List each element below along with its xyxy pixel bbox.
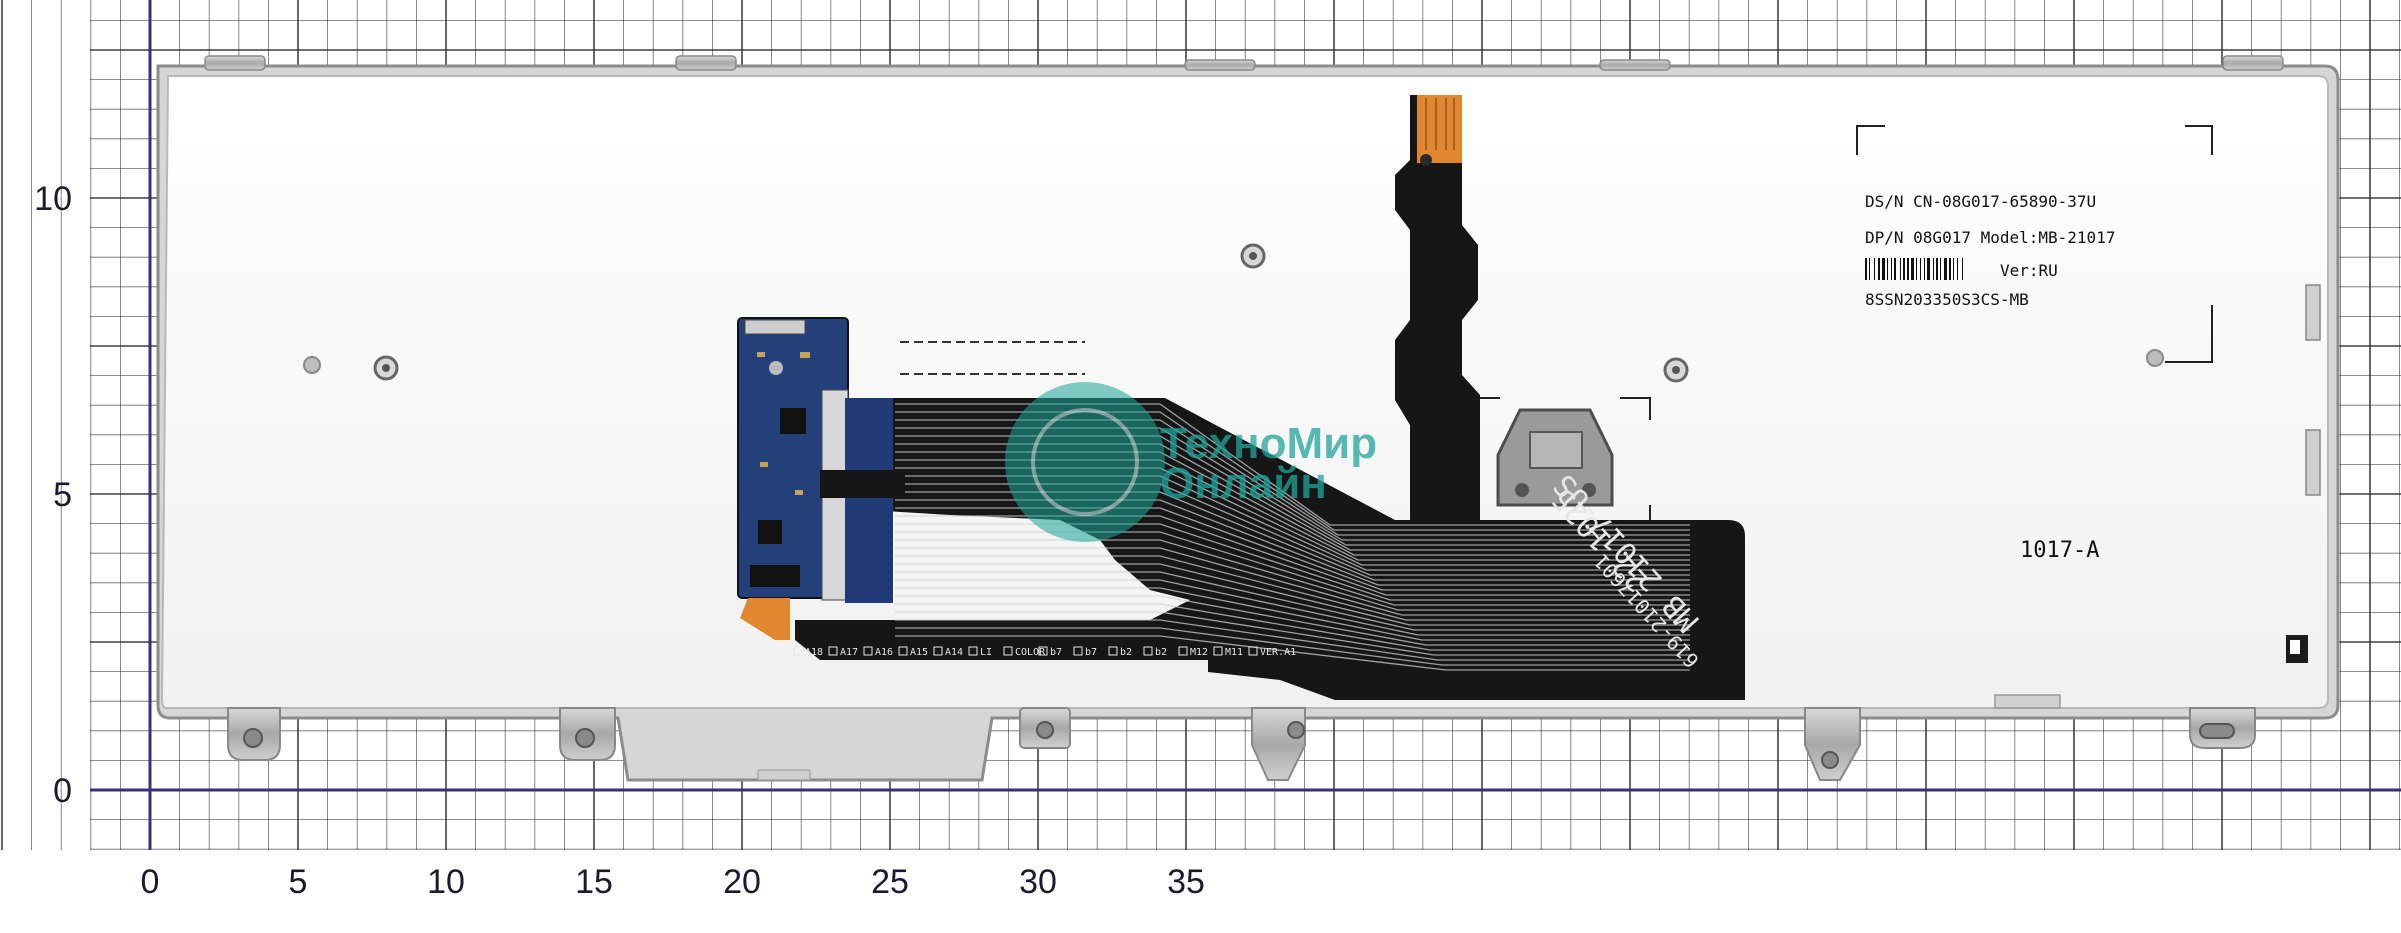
pad-label: A14 [945, 647, 963, 658]
x-axis-labels: 0 5 10 15 20 25 30 35 [141, 863, 1205, 901]
x-tick-label: 20 [723, 863, 761, 901]
x-tick-label: 35 [1167, 863, 1205, 901]
metal-bracket [1496, 408, 1614, 507]
backlight-controller-board [737, 317, 849, 640]
x-tick-label: 25 [871, 863, 909, 901]
pad-label: b2 [1120, 647, 1132, 658]
axis-lines [90, 0, 2401, 850]
x-tick-label: 5 [289, 863, 308, 901]
x-tick-label: 15 [575, 863, 613, 901]
x-tick-label: 0 [141, 863, 160, 901]
pad-label: LI [980, 647, 992, 658]
pad-label: A17 [840, 647, 858, 658]
keyboard-plate [156, 55, 2340, 782]
vertical-flex-cable [1395, 95, 1480, 525]
x-tick-label: 10 [427, 863, 465, 901]
y-axis-labels: 0 5 10 [34, 180, 72, 810]
dashed-marks [900, 341, 1085, 375]
pad-label: b7 [1085, 647, 1097, 658]
y-tick-label: 5 [53, 476, 72, 514]
pad-label: b2 [1155, 647, 1167, 658]
watermark-line2: Онлайн [1160, 459, 1327, 508]
code-mark: 1017-A [2020, 538, 2099, 563]
sticker-serial: 8SSN203350S3CS-MB [1865, 290, 2029, 309]
y-tick-label: 0 [53, 772, 72, 810]
watermark-line1: ТехноМир [1160, 419, 1377, 468]
pad-labels: A18 A17 A16 A15 A14 LI COLOR b7 b7 b2 b2 M12 M11 VER.… [793, 646, 1296, 658]
sticker-dsn: DS/N CN-08G017-65890-37U [1865, 192, 2096, 211]
ribbon-traces [895, 403, 1690, 671]
x-tick-label: 30 [1019, 863, 1057, 901]
pad-label: A16 [875, 647, 893, 658]
pad-label: M11 [1225, 647, 1243, 658]
barcode [1865, 258, 1963, 280]
pad-label: A15 [910, 647, 928, 658]
y-tick-label: 10 [34, 180, 72, 218]
pad-label: COLOR [1015, 647, 1046, 658]
plate-screws [303, 243, 2164, 383]
watermark: ТехноМир Онлайн [1005, 382, 1377, 542]
pad-label: A18 [805, 647, 823, 658]
pad-label: b7 [1050, 647, 1062, 658]
sticker-version: Ver:RU [2000, 261, 2058, 280]
pad-label: M12 [1190, 647, 1208, 658]
product-sticker: DS/N CN-08G017-65890-37U DP/N 08G017 Mod… [1865, 192, 2115, 309]
sticker-dpn: DP/N 08G017 Model:MB-21017 [1865, 228, 2115, 247]
pad-label: VER.A1 [1260, 647, 1296, 658]
flex-connector [820, 398, 905, 603]
